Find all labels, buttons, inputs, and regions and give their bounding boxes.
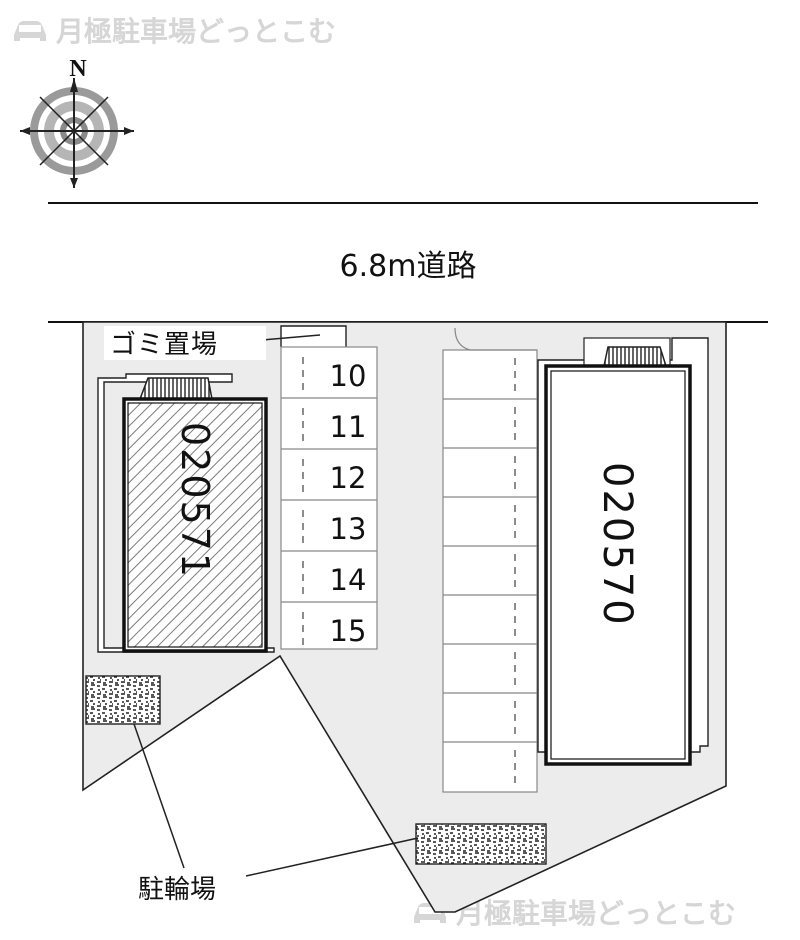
building-020571: 020571	[97, 373, 275, 653]
bicycle-parking-label: 駐輪場	[138, 875, 216, 905]
parking-space-number: 10	[330, 359, 367, 393]
parking-space-number: 15	[330, 614, 367, 648]
bicycle-parking-right	[415, 823, 547, 865]
building-020570: 020570	[537, 337, 709, 766]
building-id-label: 020571	[173, 422, 217, 579]
parking-spaces-numbered: 10 11 12 13 14 15	[280, 346, 378, 650]
car-icon	[10, 15, 50, 52]
garbage-area	[280, 325, 347, 347]
parking-space-number: 14	[330, 563, 367, 597]
building-id-label: 020570	[594, 462, 640, 627]
parking-space-number: 12	[330, 461, 367, 495]
watermark-bottom-right: 月極駐車場どっとこむ	[410, 892, 736, 934]
stairs-icon	[603, 346, 668, 367]
watermark-text: 月極駐車場どっとこむ	[56, 15, 337, 48]
garbage-label: ゴミ置場	[110, 330, 218, 360]
watermark-text: 月極駐車場どっとこむ	[456, 897, 737, 930]
compass-north-label: N	[69, 56, 87, 82]
parking-spaces-unnumbered	[442, 349, 538, 793]
road-label: 6.8m道路	[340, 249, 477, 284]
bicycle-parking-left	[85, 675, 161, 725]
watermark-top-left: 月極駐車場どっとこむ	[10, 10, 336, 52]
parking-space-number: 13	[330, 512, 367, 546]
parking-space-number: 11	[330, 410, 367, 444]
compass-icon: N	[20, 56, 134, 188]
stairs-icon	[138, 377, 213, 400]
